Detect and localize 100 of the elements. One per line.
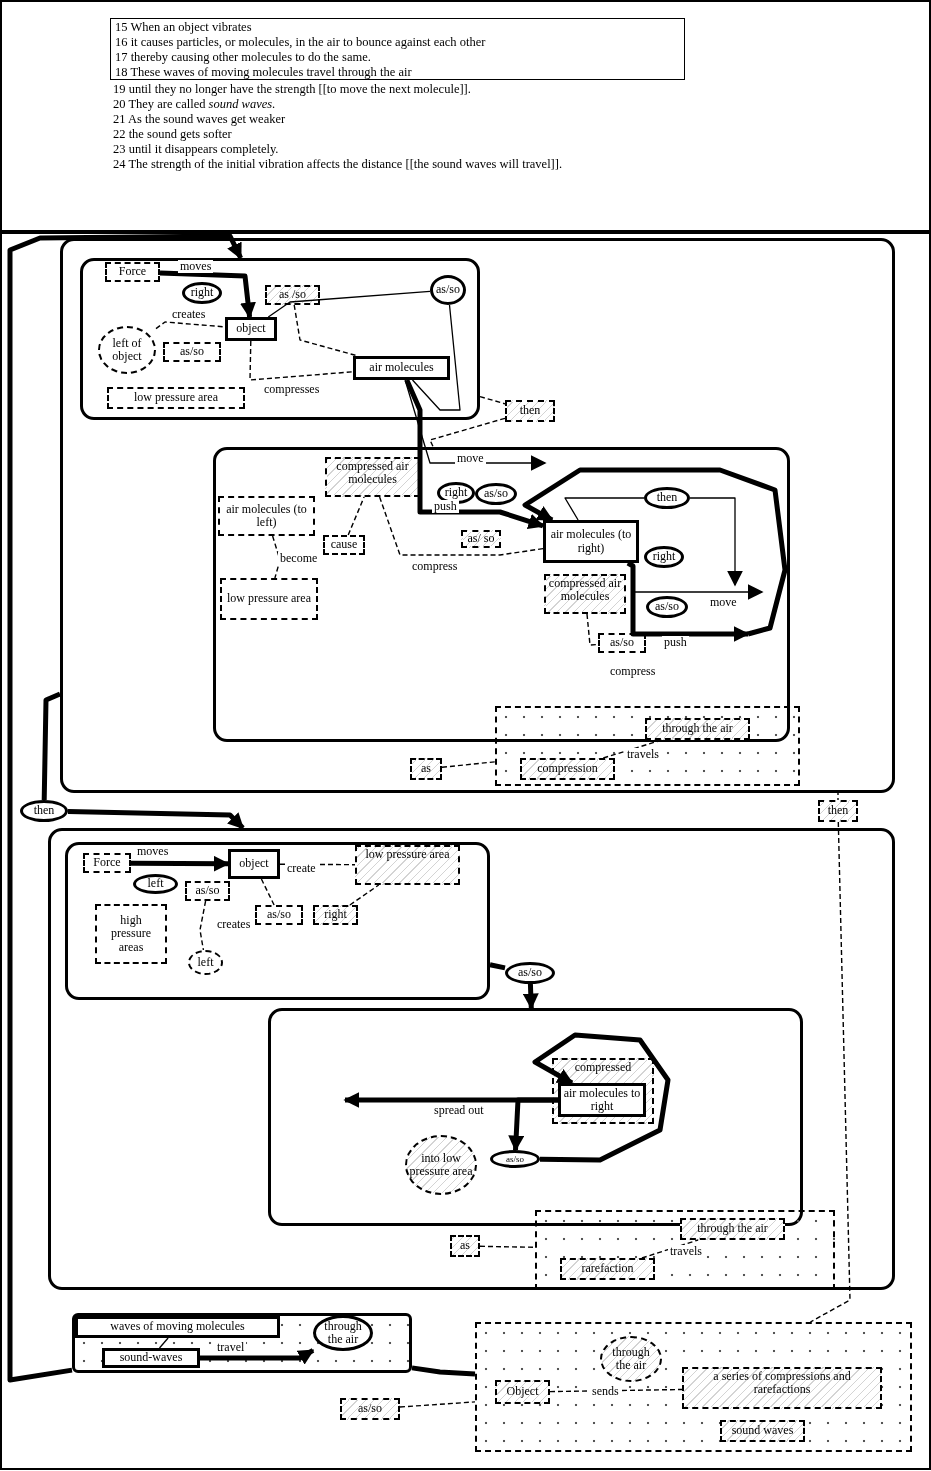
concept-label: as/so xyxy=(180,345,204,359)
text-line: 15 When an object vibrates xyxy=(115,20,253,35)
concept-label: rarefaction xyxy=(581,1262,634,1276)
relation-label: as/so xyxy=(506,1153,524,1165)
arrow xyxy=(532,1032,671,1163)
hatched-concept-box xyxy=(495,1380,550,1404)
text-line: 18 These waves of moving molecules travel through the air xyxy=(115,65,413,80)
concept-label: then xyxy=(827,804,849,818)
relation-oval xyxy=(313,1315,373,1351)
concept-box xyxy=(225,317,277,341)
dashed-connector xyxy=(429,417,506,448)
dashed-concept-box xyxy=(105,262,160,282)
relation-label: as/so xyxy=(436,283,460,297)
group-panel xyxy=(48,828,895,1290)
concept-label: cause xyxy=(330,538,358,552)
dashed-concept-box xyxy=(163,342,221,362)
dashed-connector xyxy=(260,878,275,906)
concept-label: high pressure areas xyxy=(110,913,152,955)
hatched-concept-box xyxy=(552,1058,654,1124)
edge-label: moves xyxy=(178,260,214,274)
concept-label: air molecules xyxy=(369,361,434,375)
dashed-connector xyxy=(155,321,226,330)
hatched-concept-box xyxy=(265,285,320,305)
concept-box xyxy=(75,1316,280,1338)
concept-label: left xyxy=(197,955,214,970)
concept-label: Force xyxy=(118,265,147,279)
arrow xyxy=(626,560,750,642)
concept-label: as/so xyxy=(267,908,291,922)
concept-label: right xyxy=(324,908,347,922)
text-line: 24 The strength of the initial vibration affects the distance [[the sound waves will travel]]. xyxy=(113,157,563,172)
dashed-concept-box xyxy=(83,853,131,873)
relation-label: through the air xyxy=(323,1319,363,1347)
concept-label: as xyxy=(421,762,431,776)
relation-label: as/so xyxy=(484,487,508,501)
relation-oval xyxy=(490,1150,540,1168)
hatched-concept-box xyxy=(645,718,750,740)
arrow xyxy=(689,497,743,587)
concept-label: sound-waves xyxy=(119,1351,183,1365)
text-line: 23 until it disappears completely. xyxy=(113,142,279,157)
relation-oval xyxy=(133,874,178,894)
concept-label: compressed xyxy=(574,1061,632,1075)
text-line: 16 it causes particles, or molecules, in the air to bounce against each other xyxy=(115,35,487,50)
relation-label: right xyxy=(652,550,676,564)
concept-label: Object xyxy=(506,1385,539,1399)
dashed-concept-box xyxy=(220,578,318,620)
relation-label: left xyxy=(147,877,164,891)
concept-label: as xyxy=(460,1239,470,1253)
concept-label: object xyxy=(239,857,269,871)
relation-oval xyxy=(430,275,466,305)
hatched-concept-box xyxy=(461,530,501,548)
dashed-connector xyxy=(347,496,365,536)
concept-label: as /so xyxy=(279,288,306,302)
dashed-connector xyxy=(586,613,599,646)
dashed-concept-box xyxy=(323,535,365,555)
concept-label: low pressure area xyxy=(365,848,450,862)
hatched-concept-box xyxy=(818,800,858,822)
concept-label: through the air xyxy=(697,1222,768,1236)
edge-label: travels xyxy=(668,1245,704,1259)
hatched-concept-box xyxy=(340,1398,400,1420)
hatched-concept-box xyxy=(410,758,442,780)
relation-oval xyxy=(646,596,688,618)
hatched-concept-box xyxy=(325,457,420,497)
hatched-concept-box xyxy=(450,1235,480,1257)
relation-oval xyxy=(505,962,555,984)
concept-label: as/so xyxy=(610,636,634,650)
dashed-connector xyxy=(199,900,207,951)
dashed-connector xyxy=(602,739,663,759)
arrow xyxy=(131,855,230,872)
edge-label: push xyxy=(662,636,689,650)
group-panel xyxy=(80,258,480,420)
concept-label: a series of compressions and rarefactions xyxy=(712,1370,852,1397)
dashed-concept-circle xyxy=(188,950,223,975)
dashed-concept-box xyxy=(218,496,315,536)
concept-label: as/so xyxy=(358,1402,382,1416)
concept-label: waves of moving molecules xyxy=(110,1320,245,1334)
concept-label: low pressure area xyxy=(134,391,218,405)
concept-box xyxy=(543,520,639,563)
group-panel xyxy=(65,842,490,1000)
dashed-connector xyxy=(378,496,544,556)
text-line: 22 the sound gets softer xyxy=(113,127,232,142)
concept-label: air molecules to right xyxy=(563,1086,641,1114)
dashed-concept-box xyxy=(598,633,646,653)
relation-label: as/so xyxy=(655,600,679,614)
relation-label: then xyxy=(656,491,678,505)
concept-box xyxy=(228,849,280,879)
concept-label: air molecules (to left) xyxy=(225,502,308,530)
edge-label: spread out xyxy=(432,1104,486,1118)
text-line: 17 thereby causing other molecules to do the same. xyxy=(115,50,372,65)
dashed-connector xyxy=(249,340,354,381)
relation-oval xyxy=(20,800,68,822)
dashed-connector xyxy=(641,1239,699,1259)
concept-label: compressed air molecules xyxy=(548,577,622,604)
concept-label: as/so xyxy=(195,884,220,898)
dashed-connector xyxy=(271,535,281,579)
relation-oval xyxy=(644,487,690,509)
text-line: 21 As the sound waves get weaker xyxy=(113,112,286,127)
dashed-connector xyxy=(809,821,851,1323)
concept-label: through the air xyxy=(611,1345,651,1373)
dashed-connector xyxy=(441,761,496,768)
relation-oval xyxy=(182,282,222,304)
